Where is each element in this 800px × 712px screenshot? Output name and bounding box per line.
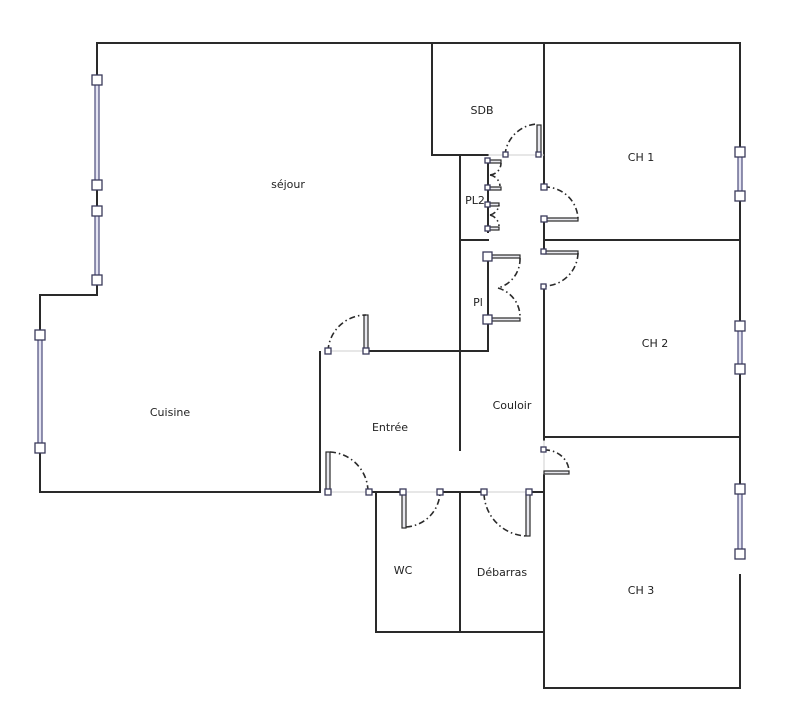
label-wc: WC (394, 564, 413, 577)
door-ch1[interactable] (540, 183, 579, 223)
label-pl2: PL2 (465, 194, 485, 207)
doors (324, 123, 579, 537)
window-nodes (34, 74, 746, 560)
label-ch2: CH 2 (642, 337, 668, 350)
label-ch3: CH 3 (628, 584, 654, 597)
door-sejour[interactable] (324, 314, 370, 355)
room-labels: séjour Cuisine Entrée Couloir SDB PL2 Pl… (150, 104, 668, 597)
window (737, 325, 743, 370)
door-ch2[interactable] (540, 248, 579, 290)
window (737, 151, 743, 197)
door-wc[interactable] (399, 488, 444, 529)
label-entree: Entrée (372, 421, 408, 434)
window (37, 334, 43, 449)
windows (34, 74, 746, 560)
walls (39, 42, 741, 689)
door-entrance[interactable] (324, 451, 373, 496)
label-ch1: CH 1 (628, 151, 654, 164)
window (94, 209, 100, 281)
door-pl2[interactable] (484, 157, 502, 232)
label-couloir: Couloir (493, 399, 532, 412)
label-cuisine: Cuisine (150, 406, 190, 419)
label-debarras: Débarras (477, 566, 528, 579)
label-sejour: séjour (271, 178, 305, 191)
window (94, 79, 100, 186)
window (737, 488, 743, 555)
door-pl[interactable] (482, 251, 521, 325)
door-ch3[interactable] (540, 446, 570, 475)
label-sdb: SDB (471, 104, 494, 117)
label-pl: Pl (473, 296, 483, 309)
door-sdb[interactable] (502, 123, 542, 158)
door-debarras[interactable] (480, 488, 533, 537)
